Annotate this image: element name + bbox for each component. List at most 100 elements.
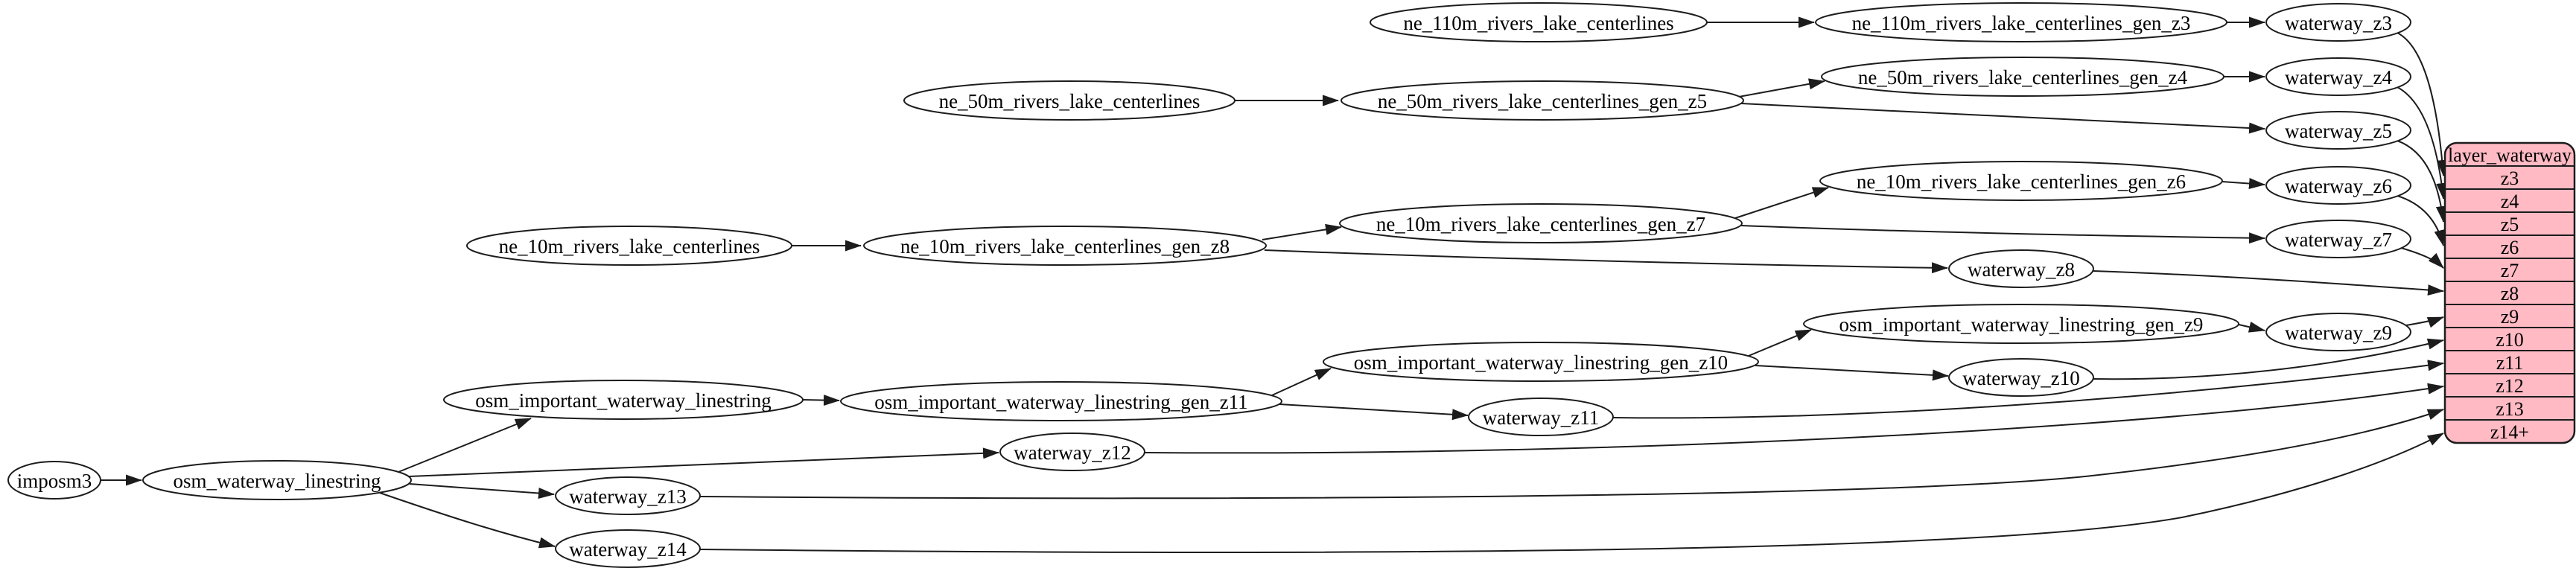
node-label: ne_10m_rivers_lake_centerlines_gen_z7 <box>1376 213 1705 235</box>
node-ellipse <box>1948 249 2094 288</box>
node-label: waterway_z8 <box>1968 258 2075 281</box>
table-row-label: z14+ <box>2490 421 2529 443</box>
node-ellipse <box>1370 2 1708 42</box>
node-ellipse <box>1821 57 2224 97</box>
node-ellipse <box>2265 57 2411 96</box>
node-waterway_z5: waterway_z5 <box>2265 111 2411 150</box>
node-ellipse <box>1323 342 1759 382</box>
node-waterway_z10: waterway_z10 <box>1948 358 2094 397</box>
table-layer: layer_waterwayz3z4z5z6z7z8z9z10z11z12z13… <box>2443 141 2576 444</box>
node-ne_10m_rivers_lake_centerlines_gen_z6: ne_10m_rivers_lake_centerlines_gen_z6 <box>1819 161 2223 201</box>
node-label: waterway_z3 <box>2285 12 2392 34</box>
edge-waterway_z12-to-layer_waterway.z12 <box>1144 383 2444 454</box>
edge-osm_important_waterway_linestring_gen_z11-to-waterway_z11 <box>1279 403 1469 421</box>
node-ellipse <box>840 381 1282 421</box>
edge-ne_10m_rivers_lake_centerlines_gen_z7-to-waterway_z7 <box>1740 225 2265 244</box>
node-ne_50m_rivers_lake_centerlines: ne_50m_rivers_lake_centerlines <box>903 80 1235 121</box>
table-title: layer_waterway <box>2448 144 2572 166</box>
edge-ne_10m_rivers_lake_centerlines_gen_z6-to-waterway_z6 <box>2222 178 2265 190</box>
node-ne_10m_rivers_lake_centerlines_gen_z7: ne_10m_rivers_lake_centerlines_gen_z7 <box>1339 203 1743 243</box>
edge-osm_waterway_linestring-to-osm_important_waterway_linestring <box>398 418 532 473</box>
node-ellipse <box>1468 398 1614 436</box>
table-row-z12: z12 <box>2496 375 2524 397</box>
edge-osm_important_waterway_linestring_gen_z9-to-waterway_z9 <box>2238 322 2265 333</box>
node-ellipse <box>1815 2 2227 42</box>
edge-osm_important_waterway_linestring_gen_z11-to-osm_important_waterway_linestring_gen_z10 <box>1271 368 1332 396</box>
node-label: ne_10m_rivers_lake_centerlines <box>499 235 760 258</box>
node-ne_10m_rivers_lake_centerlines_gen_z8: ne_10m_rivers_lake_centerlines_gen_z8 <box>863 226 1267 266</box>
node-waterway_z11: waterway_z11 <box>1468 398 1614 436</box>
node-waterway_z6: waterway_z6 <box>2265 166 2411 205</box>
edge-osm_important_waterway_linestring_gen_z10-to-osm_important_waterway_linestring_gen_z9 <box>1748 329 1812 357</box>
table-row-z7: z7 <box>2501 260 2519 281</box>
edge-ne_50m_rivers_lake_centerlines_gen_z5-to-waterway_z5 <box>1740 103 2265 134</box>
edge-ne_10m_rivers_lake_centerlines_gen_z8-to-waterway_z8 <box>1264 249 1948 274</box>
table-outline <box>2443 141 2576 444</box>
node-label: ne_10m_rivers_lake_centerlines_gen_z6 <box>1857 170 2186 193</box>
node-label: waterway_z6 <box>2285 175 2392 197</box>
node-ne_50m_rivers_lake_centerlines_gen_z4: ne_50m_rivers_lake_centerlines_gen_z4 <box>1821 57 2224 97</box>
node-label: waterway_z9 <box>2285 322 2392 344</box>
node-waterway_z9: waterway_z9 <box>2265 313 2411 351</box>
node-waterway_z3: waterway_z3 <box>2265 3 2411 42</box>
edge-osm_waterway_linestring-to-waterway_z12 <box>408 447 999 477</box>
edge-waterway_z3-to-layer_waterway.z3 <box>2397 32 2448 176</box>
node-ellipse <box>2265 166 2411 205</box>
node-ellipse <box>1948 358 2094 397</box>
edges-layer <box>101 16 2448 553</box>
node-label: ne_50m_rivers_lake_centerlines_gen_z5 <box>1378 90 1707 112</box>
table-row-z3: z3 <box>2501 167 2519 189</box>
node-label: osm_important_waterway_linestring_gen_z9 <box>1839 313 2204 336</box>
node-ellipse <box>2265 313 2411 351</box>
edge-waterway_z10-to-layer_waterway.z10 <box>2093 338 2444 380</box>
node-label: ne_50m_rivers_lake_centerlines_gen_z4 <box>1858 66 2188 89</box>
node-label: ne_50m_rivers_lake_centerlines <box>939 90 1200 112</box>
edge-osm_waterway_linestring-to-waterway_z13 <box>409 483 555 499</box>
node-ne_10m_rivers_lake_centerlines: ne_10m_rivers_lake_centerlines <box>466 226 792 266</box>
edge-waterway_z9-to-layer_waterway.z9 <box>2405 316 2444 328</box>
node-label: waterway_z13 <box>569 485 686 508</box>
node-label: waterway_z11 <box>1483 406 1599 429</box>
node-label: osm_important_waterway_linestring_gen_z1… <box>874 391 1247 413</box>
table-row-label: z13 <box>2496 398 2524 420</box>
edge-waterway_z7-to-layer_waterway.z7 <box>2400 247 2444 269</box>
node-waterway_z14: waterway_z14 <box>555 529 701 568</box>
node-ellipse <box>1339 203 1743 243</box>
node-ellipse <box>142 460 412 500</box>
node-ellipse <box>555 529 701 568</box>
edge-ne_10m_rivers_lake_centerlines_gen_z7-to-ne_10m_rivers_lake_centerlines_gen_z6 <box>1734 187 1829 219</box>
node-label: osm_important_waterway_linestring <box>475 389 771 412</box>
node-ellipse <box>466 226 792 266</box>
node-imposm3: imposm3 <box>7 461 101 500</box>
table-row-z11: z11 <box>2496 352 2524 374</box>
node-ellipse <box>1819 161 2223 201</box>
node-label: osm_important_waterway_linestring_gen_z1… <box>1354 351 1728 374</box>
table-row-label: z5 <box>2501 214 2519 235</box>
node-waterway_z4: waterway_z4 <box>2265 57 2411 96</box>
node-ellipse <box>999 433 1145 471</box>
edge-waterway_z11-to-layer_waterway.z11 <box>1612 360 2444 419</box>
node-ellipse <box>555 476 701 515</box>
table-row-label: z3 <box>2501 167 2519 189</box>
node-ellipse <box>903 80 1235 121</box>
table-row-label: z6 <box>2501 237 2519 258</box>
edge-ne_50m_rivers_lake_centerlines_gen_z5-to-ne_50m_rivers_lake_centerlines_gen_z4 <box>1738 78 1825 98</box>
node-ne_110m_rivers_lake_centerlines_gen_z3: ne_110m_rivers_lake_centerlines_gen_z3 <box>1815 2 2227 42</box>
node-ellipse <box>443 380 804 420</box>
table-row-z13: z13 <box>2496 398 2524 420</box>
table-row-label: z7 <box>2501 260 2519 281</box>
node-label: waterway_z14 <box>569 538 687 561</box>
node-osm_important_waterway_linestring_gen_z10: osm_important_waterway_linestring_gen_z1… <box>1323 342 1759 382</box>
edge-osm_important_waterway_linestring_gen_z10-to-waterway_z10 <box>1755 365 1949 381</box>
table-row-z10: z10 <box>2496 329 2524 351</box>
table-row-label: z10 <box>2496 329 2524 351</box>
node-label: ne_110m_rivers_lake_centerlines_gen_z3 <box>1852 12 2191 34</box>
node-ellipse <box>863 226 1267 266</box>
edge-osm_important_waterway_linestring-to-osm_important_waterway_linestring_gen_z11 <box>802 395 840 406</box>
node-ne_110m_rivers_lake_centerlines: ne_110m_rivers_lake_centerlines <box>1370 2 1708 42</box>
table-row-label: z8 <box>2501 283 2519 304</box>
node-label: waterway_z12 <box>1014 441 1130 464</box>
node-label: waterway_z10 <box>1962 367 2079 389</box>
